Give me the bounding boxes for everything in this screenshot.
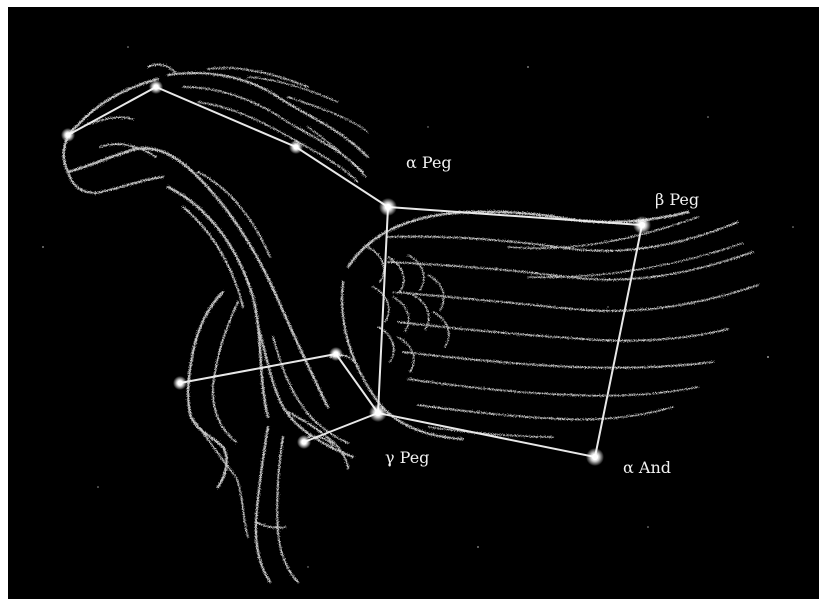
star-beta-peg: [633, 216, 651, 234]
label-beta-peg: β Peg: [655, 190, 699, 209]
star-front-knee: [329, 347, 343, 361]
star-front-hoof: [173, 376, 187, 390]
constellation-lines: [68, 87, 642, 457]
star-alpha-and: [586, 448, 604, 466]
constellation-diagram: α Peg β Peg γ Peg α And: [8, 7, 819, 599]
front-leg-line-1: [180, 354, 378, 413]
star-alpha-peg: [379, 198, 397, 216]
horse-sketch: [64, 65, 758, 582]
star-points: [61, 80, 651, 466]
pegasus-artwork: [8, 7, 819, 599]
star-neck: [289, 140, 303, 154]
star-lower-hoof: [297, 435, 311, 449]
background-stars: [42, 46, 794, 568]
great-square-of-pegasus: [378, 207, 642, 457]
label-alpha-peg: α Peg: [406, 153, 452, 172]
label-gamma-peg: γ Peg: [385, 448, 429, 467]
star-head-ear: [149, 80, 163, 94]
star-enif-nose: [61, 128, 75, 142]
label-alpha-and: α And: [623, 458, 671, 477]
star-gamma-peg: [369, 404, 387, 422]
